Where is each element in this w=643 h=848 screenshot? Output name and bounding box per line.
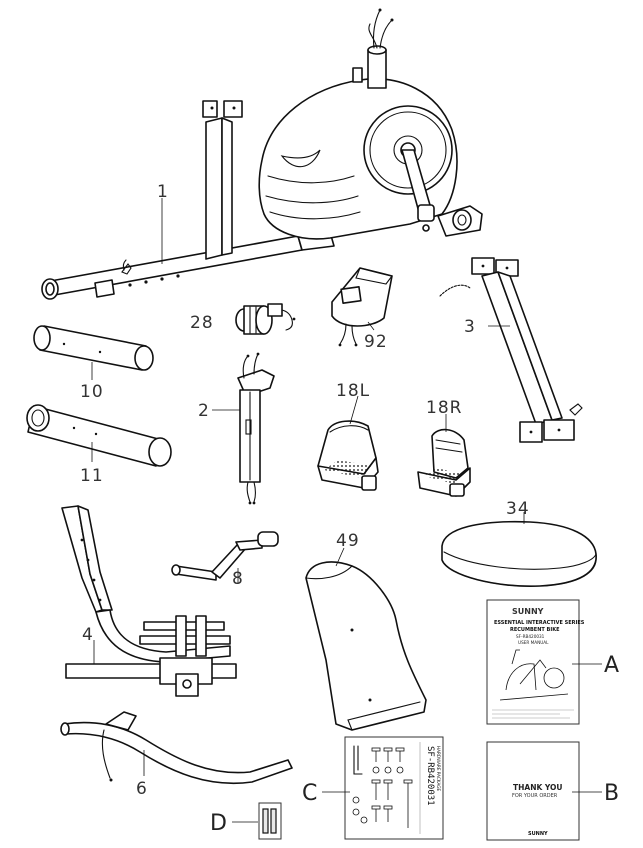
item-d-pad-pack [258,802,282,840]
label-b: B [604,781,619,806]
part-2-handle-post [237,352,275,505]
part-18l-left-pedal [317,420,379,491]
label-11: 11 [80,466,104,486]
label-92: 92 [364,332,388,352]
manual-subtitle: USER MANUAL [518,640,549,645]
item-b-thank-you-card: THANK YOU FOR YOUR ORDER SUNNY [486,741,580,841]
item-a-user-manual: SUNNY ESSENTIAL INTERACTIVE SERIES RECUM… [486,599,585,725]
manual-title-line1: ESSENTIAL INTERACTIVE SERIES [494,620,585,626]
part-1-main-frame [41,8,483,300]
manual-bike-illustration [499,649,569,701]
label-d: D [210,811,227,836]
part-34-seat-cushion [441,520,597,588]
label-6: 6 [136,779,148,799]
label-34: 34 [506,499,530,519]
label-3: 3 [464,317,476,337]
hardware-caption: HARDWARE PACKAGE [436,746,441,791]
hardware-bolts [352,747,413,828]
manual-title-line2: RECUMBENT BIKE [510,627,560,633]
manual-model: SF-RB420031 [516,634,545,639]
label-18l: 18L [336,381,370,401]
part-49-backrest [305,561,427,731]
leader-line-18l [349,395,359,425]
label-8: 8 [232,569,244,589]
label-4: 4 [82,625,94,645]
label-10: 10 [80,382,104,402]
part-3-front-post [439,257,583,443]
leader-line-49 [335,547,345,567]
part-92-console [331,267,393,347]
item-c-hardware-package: SF-RB420031 HARDWARE PACKAGE [344,736,444,840]
part-28-tension-knob [235,303,296,335]
card-line1: THANK YOU [513,783,563,792]
label-1: 1 [157,182,169,202]
part-11-rear-stabilizer [26,404,172,467]
label-a: A [604,653,619,678]
part-10-front-stabilizer [33,325,154,371]
label-c: C [302,781,317,806]
label-49: 49 [336,531,360,551]
leader-line-92 [367,321,375,331]
label-28: 28 [190,313,214,333]
manual-brand: SUNNY [512,607,544,616]
label-18r: 18R [426,398,462,418]
part-18r-right-pedal [417,428,471,497]
label-2: 2 [198,401,210,421]
part-4-seat-frame [61,505,237,697]
hardware-model: SF-RB420031 [425,746,435,806]
part-8-adjust-handle [171,531,279,581]
card-line2: FOR YOUR ORDER [512,793,558,799]
card-brand: SUNNY [528,831,548,837]
part-6-seat-handlebar [60,711,293,785]
